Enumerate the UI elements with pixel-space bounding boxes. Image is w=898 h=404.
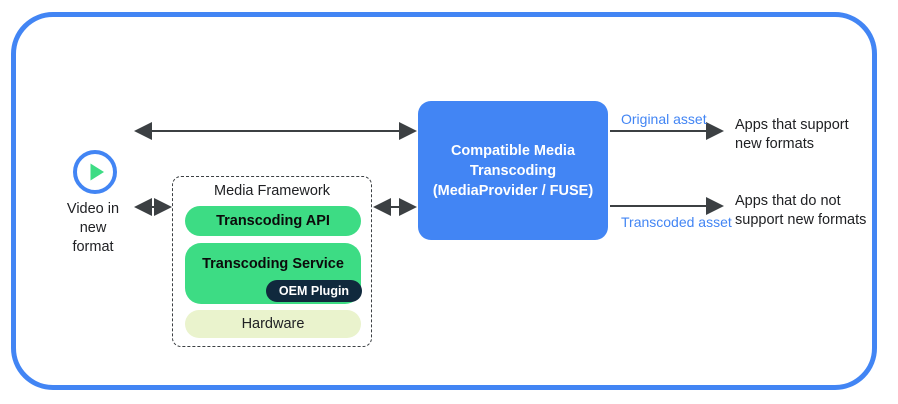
hardware-label: Hardware <box>241 316 305 332</box>
video-source-label: Video in new format <box>32 200 154 257</box>
transcoding-service-label: Transcoding Service <box>202 256 344 272</box>
compatible-media-transcoding-box[interactable]: Compatible Media Transcoding (MediaProvi… <box>418 101 608 240</box>
transcoding-api-block[interactable]: Transcoding API <box>185 206 361 236</box>
media-framework-group: Media Framework Transcoding API Transcod… <box>172 176 372 347</box>
apps-nosupport-line1: Apps that do not <box>735 193 841 209</box>
apps-support-line2: new formats <box>735 136 814 152</box>
transcoding-api-label: Transcoding API <box>216 213 330 229</box>
oem-plugin-block[interactable]: OEM Plugin <box>266 280 362 302</box>
video-source-label-line2: new <box>79 220 107 236</box>
cmt-line-3: (MediaProvider / FUSE) <box>432 182 594 199</box>
cmt-line-1: Compatible Media <box>450 142 576 159</box>
play-circle-icon <box>72 149 118 195</box>
apps-nosupport-label: Apps that do not support new formats <box>735 192 866 230</box>
apps-support-label: Apps that support new formats <box>735 116 849 154</box>
original-asset-label: Original asset <box>621 111 707 127</box>
outer-frame-border <box>11 12 877 390</box>
apps-nosupport-line2: support new formats <box>735 212 867 228</box>
oem-plugin-label: OEM Plugin <box>278 284 350 298</box>
video-source-label-line1: Video in <box>66 201 120 217</box>
hardware-block[interactable]: Hardware <box>185 310 361 338</box>
apps-support-line1: Apps that support <box>735 117 849 133</box>
transcoded-asset-label: Transcoded asset <box>621 214 732 230</box>
media-framework-title: Media Framework <box>213 183 331 199</box>
video-source-label-line3: format <box>72 239 114 255</box>
cmt-line-2: Transcoding <box>469 162 557 179</box>
